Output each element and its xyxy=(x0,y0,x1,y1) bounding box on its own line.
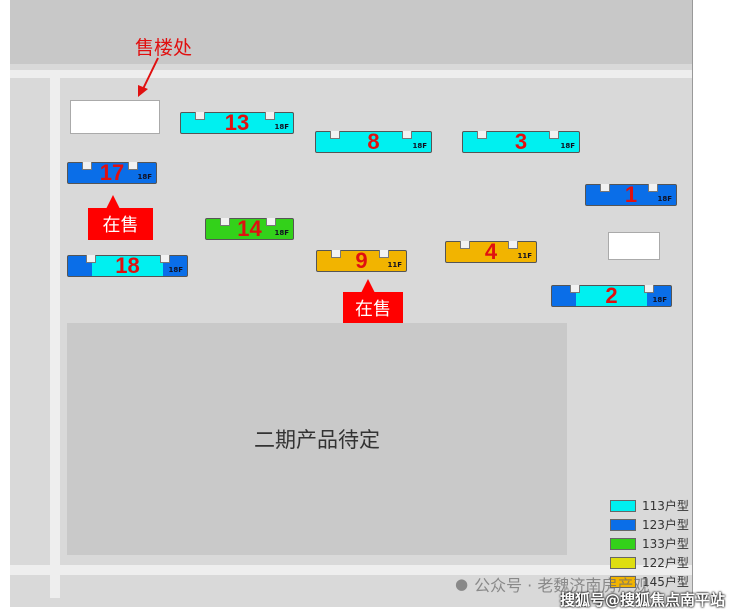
legend-label: 113户型 xyxy=(642,499,689,513)
road xyxy=(10,565,692,575)
north-block xyxy=(10,0,692,64)
floor-count: 11F xyxy=(387,261,402,269)
legend-item: 133户型 xyxy=(610,534,689,553)
building-number: 9 xyxy=(355,248,368,273)
legend-swatch xyxy=(610,537,636,550)
facility-building xyxy=(608,232,660,260)
legend-item: 113户型 xyxy=(610,496,689,515)
road xyxy=(50,78,60,598)
building-2[interactable]: 2 18F xyxy=(551,283,672,308)
phase2-label: 二期产品待定 xyxy=(254,428,380,452)
floor-count: 11F xyxy=(517,252,532,260)
floor-count: 18F xyxy=(657,195,672,203)
floor-count: 18F xyxy=(560,142,575,150)
building-4[interactable]: 4 11F xyxy=(445,239,537,264)
building-17[interactable]: 17 18F xyxy=(67,160,157,185)
watermark-text: 公众号 · 老魏济南房产观 xyxy=(474,576,650,595)
building-8[interactable]: 8 18F xyxy=(315,129,432,154)
building-number: 3 xyxy=(514,129,528,154)
building-3[interactable]: 3 18F xyxy=(462,129,580,154)
legend-label: 133户型 xyxy=(642,537,689,551)
legend-swatch xyxy=(610,518,636,531)
floor-count: 18F xyxy=(412,142,427,150)
building-18[interactable]: 18 18F xyxy=(67,253,188,278)
floor-count: 18F xyxy=(274,229,289,237)
building-number: 2 xyxy=(605,283,618,308)
sales-office-arrow xyxy=(138,57,159,97)
floor-count: 18F xyxy=(274,123,289,131)
legend-item: 145户型 xyxy=(610,572,689,591)
sales-office-building xyxy=(70,100,160,134)
building-number: 18 xyxy=(115,253,140,278)
legend-label: 122户型 xyxy=(642,556,689,570)
building-number: 8 xyxy=(367,129,380,154)
legend-item: 123户型 xyxy=(610,515,689,534)
legend-swatch xyxy=(610,575,636,588)
building-number: 1 xyxy=(624,182,638,207)
building-13[interactable]: 13 18F xyxy=(180,110,294,135)
credit-text: 搜狐号@搜狐焦点南平站 xyxy=(560,591,726,609)
building-1[interactable]: 1 18F xyxy=(585,182,677,207)
phase2-area: 二期产品待定 xyxy=(67,323,567,555)
floor-count: 18F xyxy=(652,296,667,304)
building-number: 14 xyxy=(237,216,262,241)
building-9[interactable]: 9 11F xyxy=(316,248,407,273)
legend-swatch xyxy=(610,556,636,569)
legend-swatch xyxy=(610,499,636,512)
watermark: ● 公众号 · 老魏济南房产观 xyxy=(455,572,649,596)
legend-label: 123户型 xyxy=(642,518,689,532)
wechat-icon: ● xyxy=(455,575,469,593)
legend-item: 122户型 xyxy=(610,553,689,572)
floor-count: 18F xyxy=(168,266,183,274)
sales-office-label: 售楼处 xyxy=(135,37,193,59)
legend: 113户型 123户型 133户型 122户型 145户型 xyxy=(610,496,689,591)
building-number: 17 xyxy=(99,160,125,185)
building-number: 13 xyxy=(224,110,250,135)
road xyxy=(10,70,692,78)
building-number: 4 xyxy=(484,239,498,264)
legend-label: 145户型 xyxy=(642,575,689,589)
on-sale-tag-9: 在售 xyxy=(343,279,403,323)
building-14[interactable]: 14 18F xyxy=(205,216,294,241)
on-sale-tag-17: 在售 xyxy=(88,195,153,240)
floor-count: 18F xyxy=(137,173,152,181)
